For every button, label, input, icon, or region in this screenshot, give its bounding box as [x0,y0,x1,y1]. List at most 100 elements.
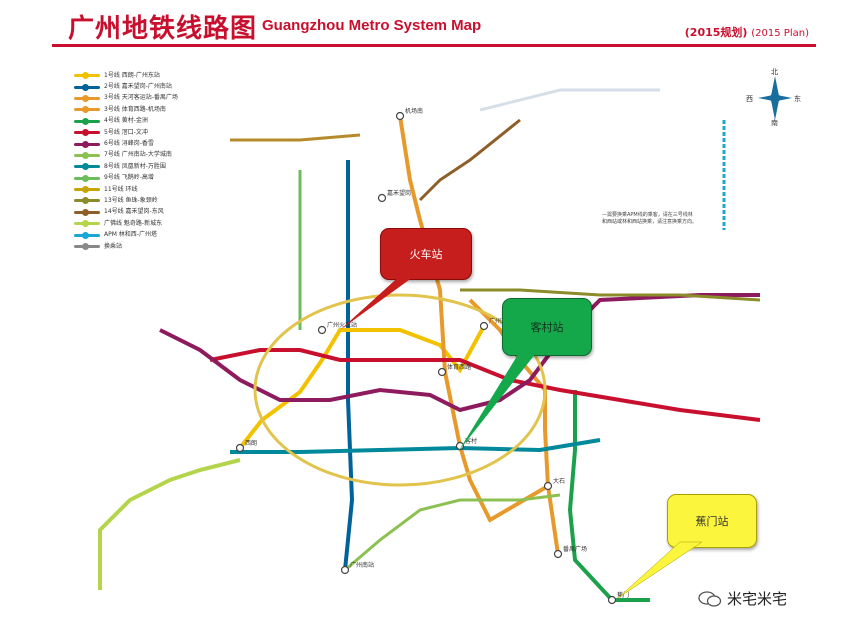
legend-line-name: 1号线 西朗-广州东站 [104,71,160,79]
legend-line-name: 13号线 鱼珠-象颈岭 [104,196,158,204]
legend-line-name: 2号线 嘉禾望岗-广州南站 [104,83,172,91]
legend-line-name: 换乘站 [104,242,123,250]
legend-text: 11号线 环线 [104,185,138,193]
watermark-text: 米宅米宅 [727,590,788,608]
station-label: 客村 [465,438,478,445]
line-2 [343,160,355,571]
station-dot [455,441,465,451]
station-label: 西朗 [245,440,258,447]
station-dot [235,443,245,453]
station-label: 嘉禾望岗 [387,190,412,197]
callout-train-station: 火车站 [380,228,472,280]
map-title-en: Guangzhou Metro System Map [262,17,482,34]
legend-row: 8号线 凤凰新村-万胜围 [74,161,214,172]
legend-row: 3号线 体育西路-机场南 [74,104,214,115]
legend-swatch [74,163,100,171]
legend-line-name: 广佛线 魁奇路-新城东 [104,219,163,227]
legend-swatch [74,151,100,159]
legend-text: 7号线 广州南站-大学城南 [104,152,172,158]
legend-swatch [74,106,100,114]
station-dot [553,549,563,559]
legend-line-name: APM 林和西-广州塔 [104,231,157,239]
legend-text: 14号线 嘉禾望岗-东风 [104,209,164,215]
legend-row: 14号线 嘉禾望岗-东风 [74,207,214,218]
line-7 [344,493,561,572]
legend-swatch [74,208,100,216]
legend-text: 3号线 体育西路-机场南 [104,105,166,113]
legend-text: 广佛线 魁奇路-新城东 [104,219,163,227]
station-dot [317,325,327,335]
airport-line [479,88,660,112]
legend-swatch [74,83,100,91]
legend-text: 3号线 天河客运站-番禺广场 [104,95,178,101]
line-13 [460,288,761,302]
station-dot [479,321,489,331]
legend-row: 7号线 广州南站-大学城南 [74,150,214,161]
wechat-icon [698,590,722,607]
compass-rose-icon [758,76,792,120]
watermark: 米宅米宅 [698,588,787,609]
legend-line-name: 11号线 环线 [104,185,138,193]
legend-row: 11号线 环线 [74,184,214,195]
legend-swatch [74,220,100,228]
legend-swatch [74,243,100,251]
compass-north: 北 [771,68,778,76]
callout-jiaomen: 蕉门站 [667,494,757,548]
callout-kecun: 客村站 [502,298,592,356]
apm-transfer-note: —需要换乘APM线的乘客，请在三号线林和西站或林和西站换乘，请注意换乘方向。 [602,212,698,225]
legend-text: 5号线 滘口-文冲 [104,128,148,136]
legend-swatch [74,94,100,102]
station-dot [377,193,387,203]
legend-swatch [74,197,100,205]
legend-line-name: 3号线 天河客运站-番禺广场 [104,94,178,102]
legend-row: APM 林和西-广州塔 [74,229,214,240]
compass-east: 东 [794,95,801,103]
legend-swatch [74,140,100,148]
legend-row: 3号线 天河客运站-番禺广场 [74,93,214,104]
legend-row: 5号线 滘口-文冲 [74,127,214,138]
line-5 [209,348,761,422]
legend-row: 换乘站 [74,241,214,252]
legend-line-name: 7号线 广州南站-大学城南 [104,151,172,159]
legend-row: 6号线 浔峰岗-香雪 [74,138,214,149]
legend-line-name: 9号线 飞鹅岭-高增 [104,174,154,182]
compass: 北 南 西 东 [746,68,801,127]
legend-swatch [74,186,100,194]
plan-label: (2015规划) (2015 Plan) [685,24,809,40]
legend-text: APM 林和西-广州塔 [104,232,157,238]
legend-line-name: 14号线 嘉禾望岗-东风 [104,208,164,216]
station-dot [395,111,405,121]
legend-row: 1号线 西朗-广州东站 [74,70,214,81]
station-label: 番禺广场 [563,546,588,553]
legend-text: 8号线 凤凰新村-万胜围 [104,163,166,170]
line-6 [159,293,760,413]
legend-text: 1号线 西朗-广州东站 [104,71,160,79]
station-label: 体育西路 [447,364,472,371]
legend-swatch [74,72,100,80]
legend-row: 4号线 黄村-金洲 [74,116,214,127]
legend-row: 广佛线 魁奇路-新城东 [74,218,214,229]
legend-swatch [74,129,100,137]
legend-row: 2号线 嘉禾望岗-广州南站 [74,81,214,92]
station-dot [340,565,350,575]
station-dot [607,595,617,605]
legend-text: 2号线 嘉禾望岗-广州南站 [104,84,172,90]
legend-row: 9号线 飞鹅岭-高增 [74,173,214,184]
legend-text: 6号线 浔峰岗-香雪 [104,141,154,147]
legend-swatch [74,117,100,125]
legend-text: 4号线 黄村-金洲 [104,118,148,124]
legend-swatch [74,174,100,182]
plan-label-en: (2015 Plan) [751,28,809,39]
map-header: 广州地铁线路图 Guangzhou Metro System Map (2015… [0,0,849,47]
legend-swatch [74,231,100,239]
legend-line-name: 3号线 体育西路-机场南 [104,105,166,113]
legend-row: 13号线 鱼珠-象颈岭 [74,195,214,206]
compass-west: 西 [746,95,753,103]
station-label: 广州南站 [350,562,375,569]
header-divider [52,44,816,47]
legend-line-name: 5号线 滘口-文冲 [104,128,148,136]
legend-line-name: 4号线 黄村-金洲 [104,117,148,125]
line-legend: 1号线 西朗-广州东站 2号线 嘉禾望岗-广州南站 3号线 天河客运站-番禺广场 3号… [74,70,214,252]
line-4 [567,390,650,602]
legend-line-name: 6号线 浔峰岗-香雪 [104,140,154,148]
